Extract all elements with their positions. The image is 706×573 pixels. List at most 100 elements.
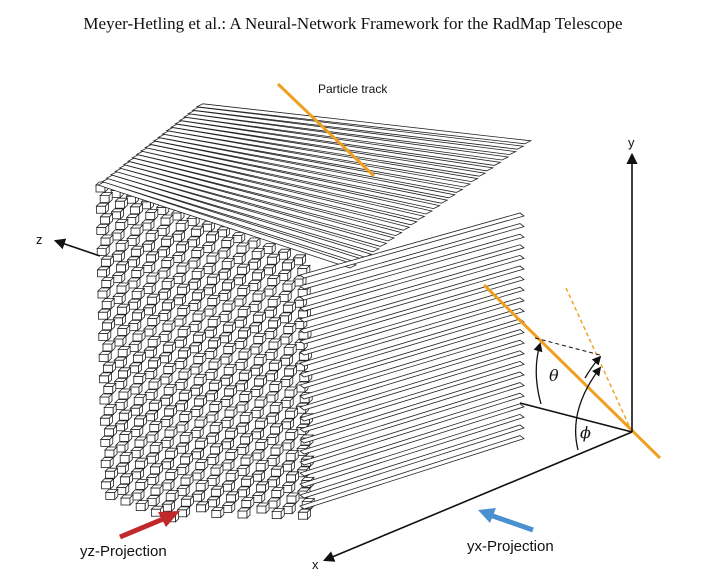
side-bar	[299, 350, 525, 422]
bar-end	[263, 306, 278, 319]
bar-end	[175, 421, 189, 433]
bar-end	[221, 257, 236, 270]
bar-end	[104, 488, 119, 501]
bar-end	[194, 458, 209, 471]
bar-end	[205, 453, 220, 466]
side-bar	[299, 392, 525, 466]
bar-end	[143, 346, 158, 359]
bar-end	[208, 400, 223, 413]
bar-end	[102, 382, 117, 395]
bar-end	[145, 250, 160, 263]
bar-end	[220, 236, 235, 249]
bar-end	[141, 219, 155, 231]
bar-end	[265, 412, 280, 425]
bar-end	[164, 468, 179, 481]
bar-end	[192, 310, 206, 322]
bar-end	[266, 475, 281, 488]
bar-end	[163, 383, 178, 396]
bar-end	[100, 456, 115, 469]
bar-end	[131, 308, 146, 321]
bar-end	[237, 305, 252, 318]
bar-end	[115, 462, 130, 475]
bar-end	[141, 261, 156, 274]
bar-end	[126, 255, 141, 268]
y-axis-label: y	[628, 135, 635, 150]
top-bar	[161, 130, 472, 188]
bar-end	[236, 485, 251, 498]
top-bar	[165, 127, 479, 183]
bar-end	[282, 502, 297, 515]
bar-end	[129, 425, 144, 438]
bar-end	[205, 432, 220, 445]
bar-end	[102, 361, 117, 374]
bar-end	[251, 449, 265, 461]
bar-end	[160, 436, 175, 449]
bar-end	[160, 235, 175, 248]
bar-end	[270, 444, 284, 456]
bar-end	[268, 380, 283, 393]
bar-end	[206, 474, 221, 487]
bar-end	[162, 362, 177, 375]
bar-end	[175, 219, 190, 232]
bar-end	[178, 389, 193, 402]
bar-end	[161, 298, 176, 311]
bar-end	[115, 239, 130, 252]
bar-end	[128, 361, 143, 374]
bar-end	[206, 495, 221, 508]
bar-end	[218, 331, 233, 344]
bar-end	[219, 374, 234, 387]
bar-end	[119, 451, 134, 464]
bar-end	[173, 336, 188, 349]
bar-end	[235, 422, 250, 435]
cube-to-origin-line	[519, 402, 633, 433]
bar-end	[224, 427, 239, 440]
bar-end	[111, 250, 126, 263]
bar-end	[100, 234, 114, 246]
bar-end	[103, 403, 118, 416]
bar-end	[142, 282, 157, 295]
bar-end	[162, 341, 177, 354]
bar-end	[176, 484, 191, 497]
bar-end	[97, 329, 112, 342]
bar-end	[174, 378, 189, 391]
bar-end	[191, 267, 206, 280]
bar-end	[160, 256, 175, 269]
bar-end	[282, 322, 297, 335]
bar-end	[234, 379, 249, 392]
bar-end	[177, 346, 192, 359]
bar-end	[281, 460, 296, 473]
top-bar	[144, 144, 441, 210]
bar-end	[217, 247, 231, 259]
top-bar	[105, 174, 373, 258]
side-bar	[299, 297, 525, 367]
bar-end	[130, 224, 144, 236]
bar-end	[284, 407, 299, 420]
bar-end	[99, 212, 114, 225]
top-bar	[118, 164, 396, 242]
bar-end	[127, 298, 142, 311]
bar-end	[171, 251, 186, 264]
bar-end	[177, 325, 192, 338]
bar-end	[279, 333, 293, 345]
bar-end	[189, 405, 204, 418]
bar-end	[224, 448, 239, 461]
bar-end	[188, 320, 203, 333]
bar-end	[238, 369, 253, 382]
yz-projection-label: yz-Projection	[80, 543, 167, 560]
bar-end	[100, 255, 115, 268]
bar-end	[280, 396, 295, 409]
bar-end	[254, 396, 268, 408]
bar-end	[173, 315, 187, 327]
bar-end	[134, 457, 149, 470]
projection-dashed-line	[565, 287, 633, 433]
bar-end	[156, 224, 171, 237]
bar-end	[233, 337, 248, 350]
top-face-bars	[96, 103, 533, 269]
bar-end	[147, 335, 162, 348]
bar-end	[113, 335, 127, 347]
bar-end	[178, 410, 193, 423]
bar-end	[281, 439, 295, 451]
bar-end	[286, 492, 300, 504]
yz-projection-arrow	[119, 511, 180, 540]
bar-end	[148, 399, 163, 412]
